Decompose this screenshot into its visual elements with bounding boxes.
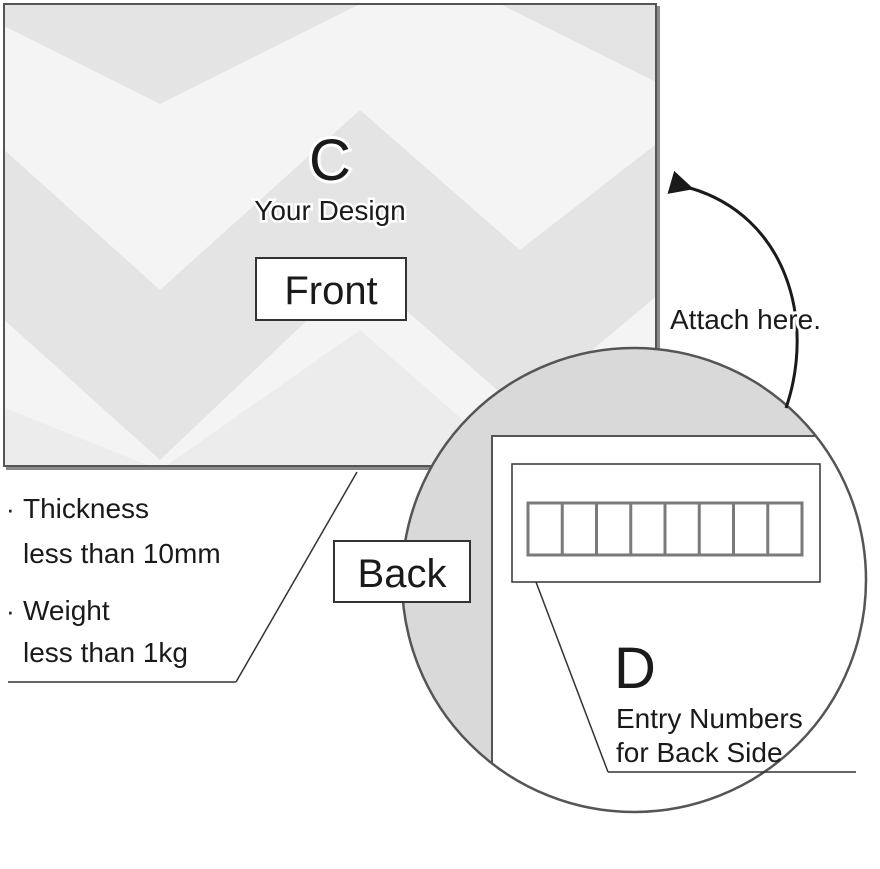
back-letter: D	[614, 636, 656, 701]
back-side-label: Back	[358, 552, 448, 596]
spec-weight-value: less than 1kg	[23, 637, 188, 668]
entry-label-line2: for Back Side	[616, 737, 783, 768]
front-card-border	[3, 3, 657, 467]
entry-number-boxes	[526, 501, 804, 557]
front-label-box	[255, 257, 407, 321]
spec-thickness: · Thickness less than 10mm	[6, 493, 221, 569]
entry-callout-diagonal	[535, 581, 609, 773]
back-label-box	[333, 540, 471, 603]
spec-thickness-value: less than 10mm	[23, 538, 221, 569]
attach-arrow	[667, 170, 799, 409]
front-letter: C	[309, 128, 351, 193]
front-design-label: Your Design	[254, 195, 406, 226]
spec-thickness-bullet: ·	[6, 494, 15, 524]
chevron-stripe-top	[4, 4, 656, 104]
front-side-label: Front	[284, 269, 377, 313]
spec-weight-bullet: ·	[6, 596, 15, 626]
spec-thickness-title: Thickness	[23, 493, 149, 524]
spec-weight: · Weight less than 1kg	[6, 595, 188, 668]
front-card: C Your Design Front	[3, 3, 660, 470]
zoom-circle: D Entry Numbers for Back Side	[400, 346, 868, 814]
spec-callout-diagonal	[235, 471, 358, 683]
entry-label-line1: Entry Numbers	[616, 703, 803, 734]
chevron-stripe-bottom-light	[4, 330, 516, 466]
spec-weight-title: Weight	[23, 595, 110, 626]
attach-label: Attach here.	[670, 304, 821, 335]
